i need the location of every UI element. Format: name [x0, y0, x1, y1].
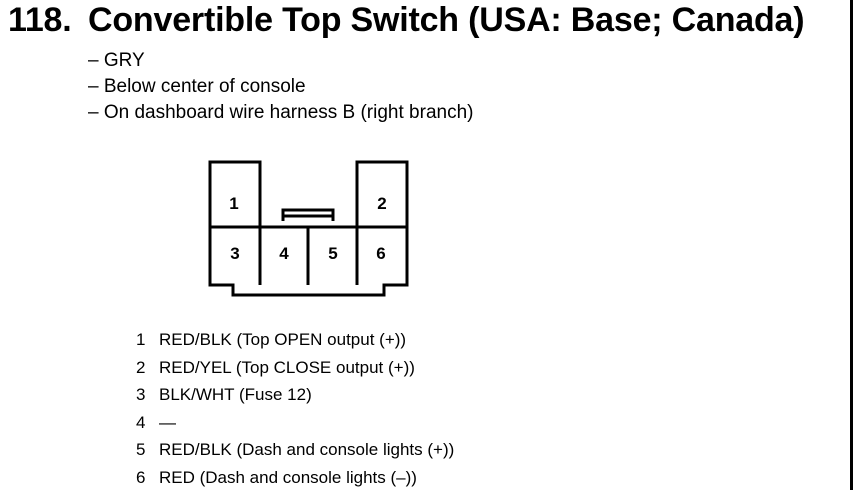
pin-label-1: 1 [229, 194, 238, 213]
pin-row: 4— [136, 409, 454, 437]
connector-location: – Below center of console [88, 74, 473, 100]
pin-number: 5 [136, 436, 159, 464]
page-edge-rule [850, 0, 853, 490]
pin-label-4: 4 [279, 244, 289, 263]
pin-number: 3 [136, 381, 159, 409]
pin-description: BLK/WHT (Fuse 12) [159, 385, 312, 404]
pin-description: — [159, 413, 176, 432]
section-title: Convertible Top Switch (USA: Base; Canad… [88, 1, 804, 39]
pin-description: RED/BLK (Top OPEN output (+)) [159, 330, 406, 349]
section-number: 118. [8, 0, 88, 40]
page-title: 118.Convertible Top Switch (USA: Base; C… [8, 0, 804, 40]
pin-label-5: 5 [328, 244, 337, 263]
pin-number: 1 [136, 326, 159, 354]
pin-label-2: 2 [377, 194, 386, 213]
connector-info-list: – GRY – Below center of console – On das… [88, 48, 473, 126]
pin-description: RED (Dash and console lights (–)) [159, 468, 417, 487]
pin-label-6: 6 [376, 244, 385, 263]
connector-color: – GRY [88, 48, 473, 74]
pin-label-3: 3 [230, 244, 239, 263]
connector-face-diagram: 1 2 3 4 5 6 [200, 155, 415, 300]
pin-number: 6 [136, 464, 159, 491]
connector-harness: – On dashboard wire harness B (right bra… [88, 100, 473, 126]
pin-description: RED/BLK (Dash and console lights (+)) [159, 440, 454, 459]
pin-description: RED/YEL (Top CLOSE output (+)) [159, 358, 415, 377]
pin-number: 2 [136, 354, 159, 382]
pin-number: 4 [136, 409, 159, 437]
